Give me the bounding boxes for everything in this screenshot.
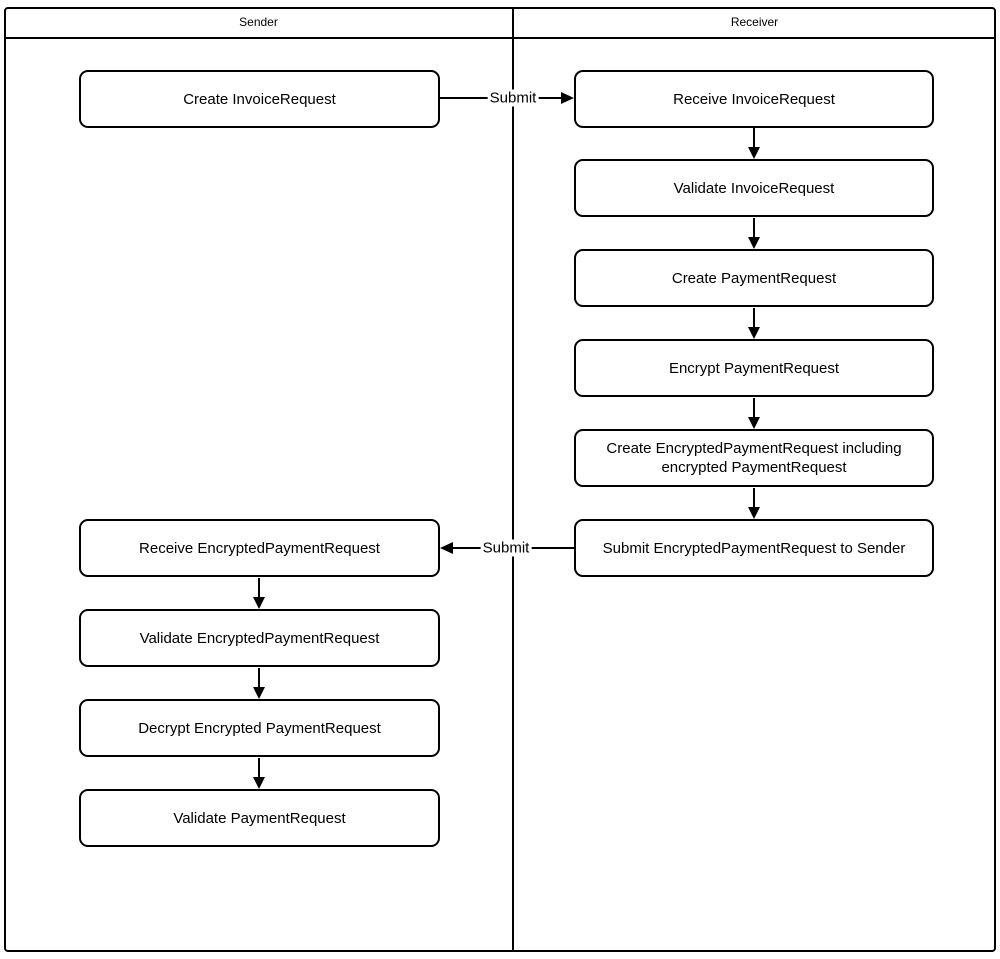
flow-arrow-decrypt-to-validate-payment — [252, 758, 266, 789]
node-receive-encryptedpaymentrequest: Receive EncryptedPaymentRequest — [79, 519, 440, 577]
node-validate-invoicerequest: Validate InvoiceRequest — [574, 159, 934, 217]
node-create-encryptedpaymentrequest: Create EncryptedPaymentRequest including… — [574, 429, 934, 487]
arrow-head-down-icon — [253, 687, 265, 699]
flow-arrow-create-payment-to-encrypt — [747, 308, 761, 339]
node-submit-encryptedpaymentrequest: Submit EncryptedPaymentRequest to Sender — [574, 519, 934, 577]
node-create-invoicerequest: Create InvoiceRequest — [79, 70, 440, 128]
node-receive-invoicerequest: Receive InvoiceRequest — [574, 70, 934, 128]
arrow-head-down-icon — [748, 327, 760, 339]
flow-arrow-encrypt-to-create-encrypted — [747, 398, 761, 429]
arrow-line — [258, 758, 260, 786]
arrow-head-down-icon — [748, 237, 760, 249]
lane-title-receiver: Receiver — [730, 15, 779, 29]
arrow-head-left-icon — [440, 542, 453, 554]
node-validate-encryptedpaymentrequest: Validate EncryptedPaymentRequest — [79, 609, 440, 667]
arrow-head-down-icon — [253, 597, 265, 609]
arrow-line — [753, 488, 755, 516]
lane-title-sender: Sender — [239, 15, 278, 29]
pool-header-divider — [4, 37, 996, 39]
arrow-line — [258, 578, 260, 606]
arrow-head-right-icon — [561, 92, 574, 104]
flow-arrow-create-encrypted-to-submit — [747, 488, 761, 519]
node-create-paymentrequest: Create PaymentRequest — [574, 249, 934, 307]
arrow-line — [753, 218, 755, 246]
flow-arrow-receive-to-validate-invoice — [747, 128, 761, 159]
lane-divider — [512, 7, 514, 952]
edge-label-submit-2: Submit — [480, 539, 532, 557]
arrow-head-down-icon — [748, 417, 760, 429]
arrow-head-down-icon — [748, 507, 760, 519]
arrow-head-down-icon — [748, 147, 760, 159]
node-encrypt-paymentrequest: Encrypt PaymentRequest — [574, 339, 934, 397]
node-validate-paymentrequest: Validate PaymentRequest — [79, 789, 440, 847]
flow-arrow-validate-encrypted-to-decrypt — [252, 668, 266, 699]
arrow-line — [753, 398, 755, 426]
edge-label-submit-1: Submit — [487, 89, 539, 107]
node-decrypt-encrypted-paymentrequest: Decrypt Encrypted PaymentRequest — [79, 699, 440, 757]
arrow-line — [753, 308, 755, 336]
flow-arrow-validate-invoice-to-create-payment — [747, 218, 761, 249]
flow-arrow-receive-to-validate-encrypted — [252, 578, 266, 609]
arrow-line — [753, 128, 755, 156]
arrow-head-down-icon — [253, 777, 265, 789]
arrow-line — [258, 668, 260, 696]
